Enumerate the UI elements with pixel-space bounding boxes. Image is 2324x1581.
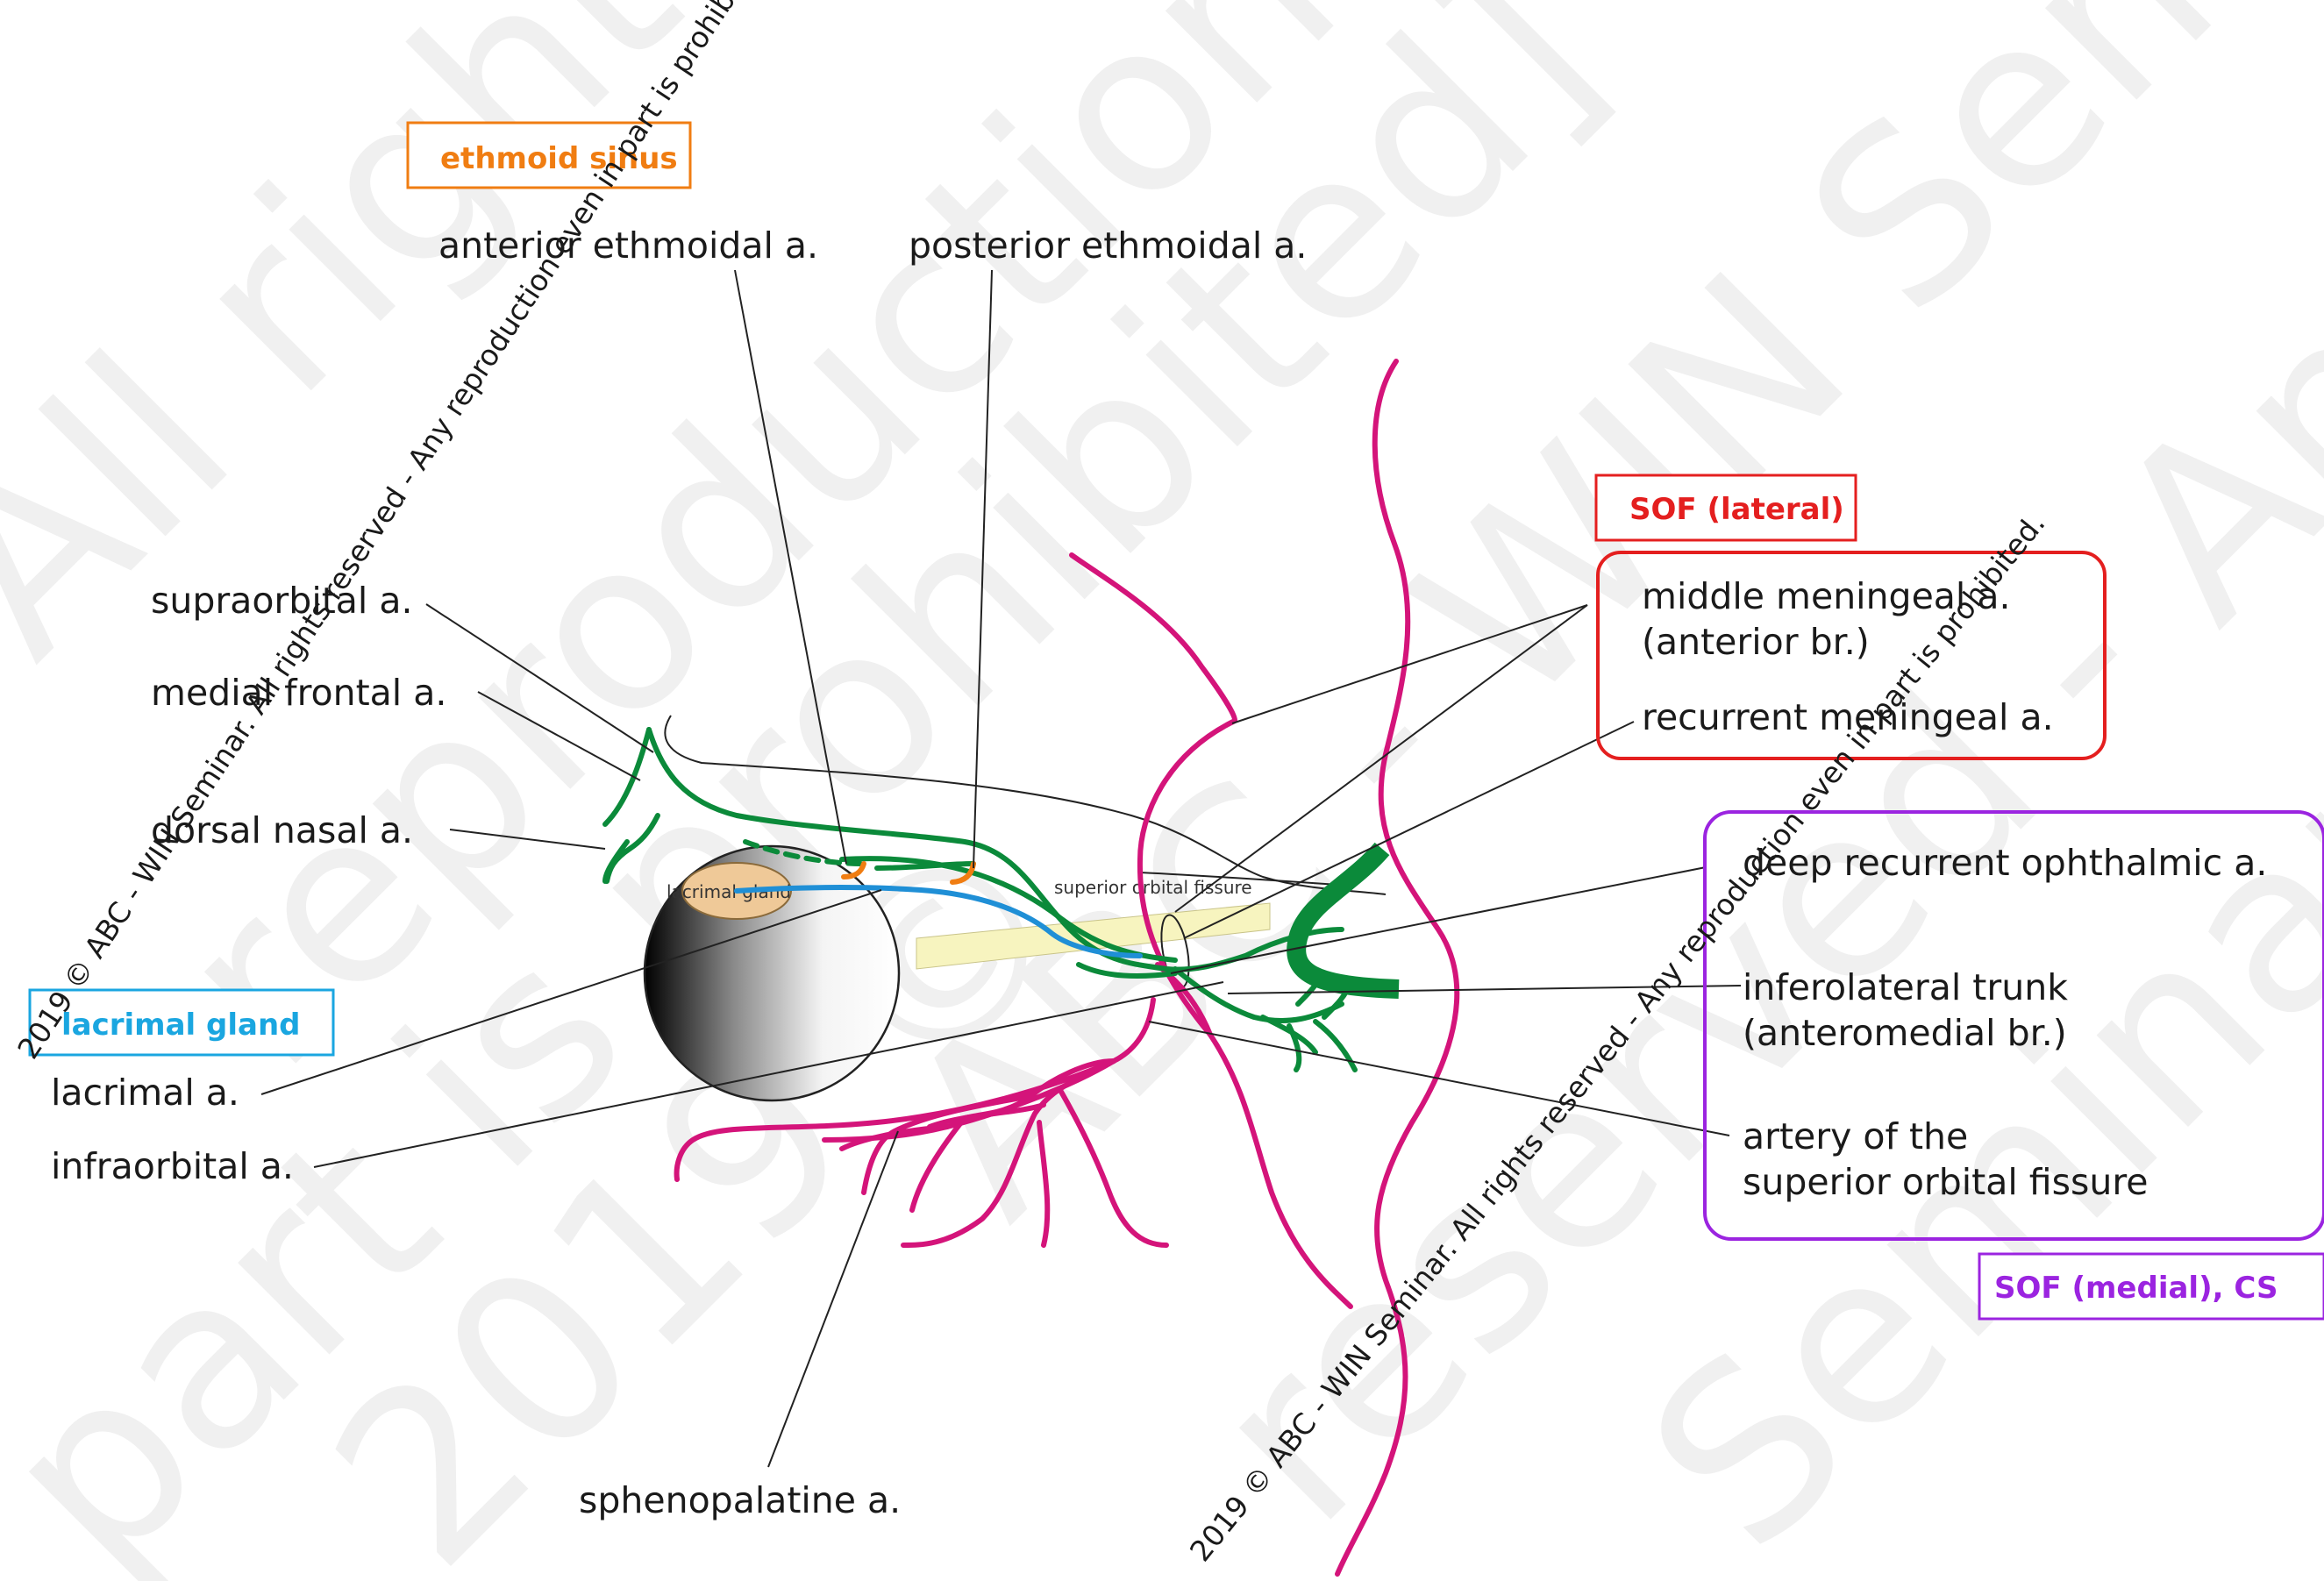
- label-middle-meningeal-2: (anterior br.): [1642, 621, 1870, 663]
- green-ilt-branch-3: [1315, 1022, 1355, 1070]
- label-inferolateral-2: (anteromedial br.): [1743, 1012, 2067, 1054]
- label-anterior-ethmoidal: anterior ethmoidal a.: [438, 224, 818, 267]
- label-artery-sof-1: artery of the: [1743, 1115, 1968, 1157]
- sof-medial-title: SOF (medial), CS: [1994, 1271, 2278, 1306]
- label-supraorbital: supraorbital a.: [151, 580, 413, 622]
- label-artery-sof-2: superior orbital fissure: [1743, 1161, 2149, 1203]
- label-medial-frontal: medial frontal a.: [151, 672, 446, 714]
- sof-lateral-title: SOF (lateral): [1629, 492, 1844, 527]
- sof-medial-title-box: SOF (medial), CS: [1979, 1254, 2324, 1319]
- label-lacrimal: lacrimal a.: [51, 1072, 239, 1114]
- superior-orbital-fissure-label: superior orbital fissure: [1054, 877, 1252, 898]
- lacrimal-gland-title: lacrimal gland: [61, 1008, 301, 1043]
- label-inferolateral-1: inferolateral trunk: [1743, 966, 2068, 1008]
- sof-lateral-title-box: SOF (lateral): [1596, 475, 1856, 540]
- label-deep-recurrent: deep recurrent ophthalmic a.: [1743, 842, 2267, 884]
- green-ilt-branch-2: [1289, 1026, 1299, 1070]
- lacrimal-gland-inner-label: lacrimal gland: [667, 881, 791, 902]
- label-posterior-ethmoidal: posterior ethmoidal a.: [909, 224, 1307, 267]
- label-sphenopalatine: sphenopalatine a.: [579, 1479, 901, 1521]
- label-infraorbital: infraorbital a.: [51, 1145, 294, 1187]
